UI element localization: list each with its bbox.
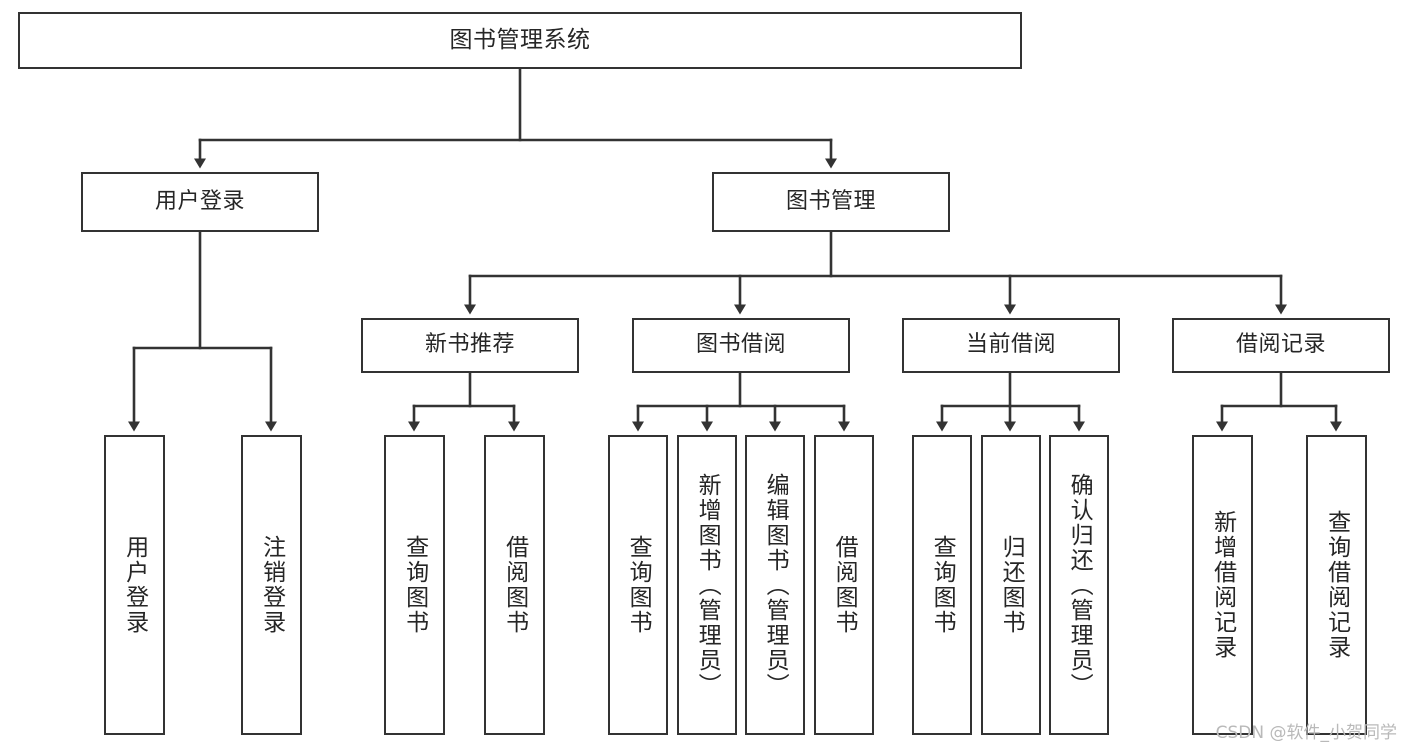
node-leaf-7[interactable]: 借阅图书 bbox=[814, 435, 874, 735]
node-leaf-10[interactable]: 确认归还（管理员） bbox=[1049, 435, 1109, 735]
node-leaf-3[interactable]: 借阅图书 bbox=[484, 435, 545, 735]
node-leaf-8[interactable]: 查询图书 bbox=[912, 435, 972, 735]
node-level2-3[interactable]: 借阅记录 bbox=[1172, 318, 1390, 373]
node-leaf-5[interactable]: 新增图书（管理员） bbox=[677, 435, 737, 735]
node-leaf-5-label: 新增图书（管理员） bbox=[694, 472, 721, 698]
node-level2-0-label: 新书推荐 bbox=[424, 332, 515, 358]
watermark: CSDN @软件_小贺同学 bbox=[1215, 723, 1397, 743]
node-leaf-11-label: 新增借阅记录 bbox=[1209, 510, 1236, 660]
node-leaf-4-label: 查询图书 bbox=[625, 535, 652, 635]
node-leaf-7-label: 借阅图书 bbox=[831, 535, 858, 635]
node-leaf-6[interactable]: 编辑图书（管理员） bbox=[745, 435, 805, 735]
node-leaf-12[interactable]: 查询借阅记录 bbox=[1306, 435, 1367, 735]
node-level2-2-label: 当前借阅 bbox=[965, 332, 1056, 358]
node-leaf-2-label: 查询图书 bbox=[401, 535, 428, 635]
node-leaf-12-label: 查询借阅记录 bbox=[1323, 510, 1350, 660]
node-leaf-9[interactable]: 归还图书 bbox=[981, 435, 1041, 735]
node-level2-1-label: 图书借阅 bbox=[695, 332, 786, 358]
node-level2-3-label: 借阅记录 bbox=[1235, 332, 1326, 358]
node-leaf-11[interactable]: 新增借阅记录 bbox=[1192, 435, 1253, 735]
node-leaf-2[interactable]: 查询图书 bbox=[384, 435, 445, 735]
node-level1-1[interactable]: 图书管理 bbox=[712, 172, 950, 232]
node-leaf-0[interactable]: 用户登录 bbox=[104, 435, 165, 735]
node-leaf-10-label: 确认归还（管理员） bbox=[1066, 472, 1093, 698]
node-leaf-0-label: 用户登录 bbox=[121, 535, 148, 635]
node-leaf-9-label: 归还图书 bbox=[998, 535, 1025, 635]
node-leaf-4[interactable]: 查询图书 bbox=[608, 435, 668, 735]
node-level1-0-label: 用户登录 bbox=[154, 188, 245, 214]
node-root[interactable]: 图书管理系统 bbox=[18, 12, 1022, 69]
node-level2-1[interactable]: 图书借阅 bbox=[632, 318, 850, 373]
node-leaf-3-label: 借阅图书 bbox=[501, 535, 528, 635]
node-leaf-6-label: 编辑图书（管理员） bbox=[762, 472, 789, 698]
node-level1-1-label: 图书管理 bbox=[785, 188, 876, 214]
node-level2-0[interactable]: 新书推荐 bbox=[361, 318, 579, 373]
node-root-label: 图书管理系统 bbox=[449, 27, 591, 54]
node-level1-0[interactable]: 用户登录 bbox=[81, 172, 319, 232]
node-leaf-8-label: 查询图书 bbox=[929, 535, 956, 635]
node-leaf-1-label: 注销登录 bbox=[258, 535, 285, 635]
node-level2-2[interactable]: 当前借阅 bbox=[902, 318, 1120, 373]
node-leaf-1[interactable]: 注销登录 bbox=[241, 435, 302, 735]
